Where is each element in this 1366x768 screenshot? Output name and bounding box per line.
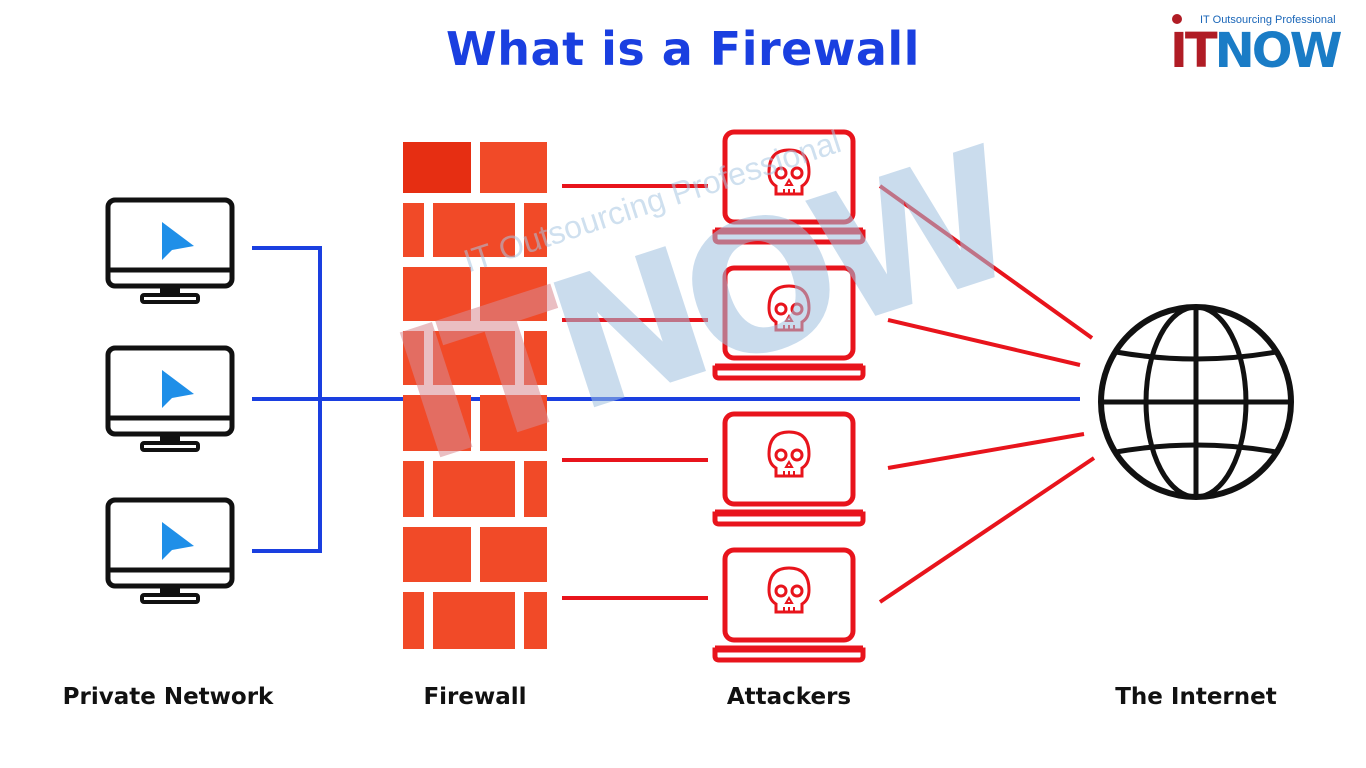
brand-tagline: IT Outsourcing Professional [1200, 14, 1336, 26]
brand-dot [1172, 14, 1182, 24]
brick-wall-icon [403, 142, 547, 649]
globe-icon [1098, 304, 1294, 500]
monitor-icon [108, 500, 232, 602]
monitor-icon [108, 200, 232, 302]
page-title: What is a Firewall [446, 22, 920, 76]
label-attackers: Attackers [726, 684, 852, 710]
label-firewall: Firewall [423, 684, 527, 710]
blocked-attack-links [562, 184, 708, 600]
laptop-skull-icon [715, 550, 863, 660]
internet-attack-links [878, 184, 1096, 604]
brand-logo: IT Outsourcing Professional ITNOW [1170, 14, 1350, 79]
private-network-links [252, 246, 1080, 553]
monitor-icon [108, 348, 232, 450]
label-internet: The Internet [1115, 684, 1277, 710]
label-private-network: Private Network [62, 684, 274, 710]
brand-wordmark: ITNOW [1170, 23, 1343, 79]
